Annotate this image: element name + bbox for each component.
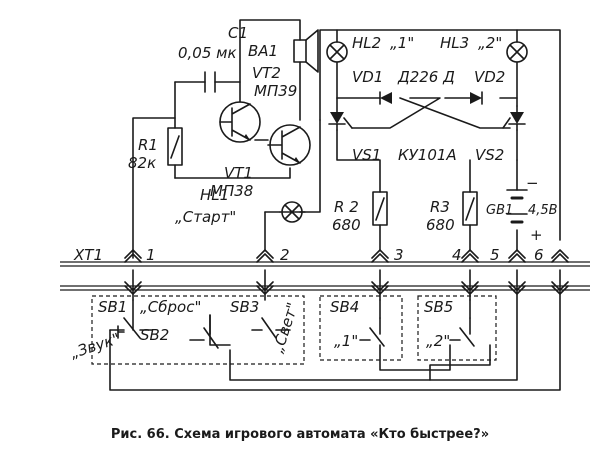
vt2-ref: VT2 xyxy=(252,64,281,82)
speaker-ba1: BA1 xyxy=(248,29,319,73)
r1-ref: R1 xyxy=(138,136,158,154)
figure-caption: Рис. 66. Схема игрового автомата «Кто бы… xyxy=(111,427,489,442)
xt1-pin-5: 5 xyxy=(490,246,526,295)
sb5-ref: SB5 xyxy=(424,298,453,316)
r3-value: 680 xyxy=(426,216,455,234)
diode-vd2: VD2 xyxy=(470,68,505,105)
gb1-value: 4,5В xyxy=(528,203,558,218)
c1-value: 0,05 мк xyxy=(178,44,237,62)
pin-2-label: 2 xyxy=(280,246,290,264)
sb4-ref: SB4 xyxy=(330,298,359,316)
thyristor-vs1: VS1 xyxy=(328,97,381,164)
xt1-ref: XT1 xyxy=(73,246,103,264)
sb3-ref: SB3 xyxy=(230,298,259,316)
hl3-value: „2" xyxy=(478,34,502,52)
connector-xt1: XT1 1 2 3 4 5 6 xyxy=(73,246,569,295)
gb1-ref: GB1 xyxy=(486,203,513,218)
sb1-label: „Сброс" xyxy=(140,298,201,316)
transistor-vt1: VT1 МП38 xyxy=(210,124,311,200)
sb2-label: „Звук" xyxy=(68,329,122,362)
hl1-ref: HL1 xyxy=(200,186,229,204)
switch-sb2: SB2 „Звук" xyxy=(68,314,219,362)
xt1-pin-4: 4 xyxy=(452,246,479,295)
pin-1-label: 1 xyxy=(146,246,156,264)
vd2-ref: VD2 xyxy=(474,68,505,86)
r2-ref: R 2 xyxy=(334,198,359,216)
sb2-ref: SB2 xyxy=(140,326,169,344)
c1-ref: C1 xyxy=(228,24,248,42)
ba1-ref: BA1 xyxy=(248,42,278,60)
xt1-pin-1: 1 xyxy=(124,246,156,295)
xt1-pin-3: 3 xyxy=(371,246,404,295)
resistor-r3: R3 680 xyxy=(426,191,478,234)
r3-ref: R3 xyxy=(430,198,450,216)
switch-sb3: SB3 „Свет" xyxy=(230,298,302,355)
battery-gb1: GB1 4,5В − + xyxy=(486,174,558,244)
switch-sb4: SB4 „1" xyxy=(319,295,403,361)
pin-4-label: 4 xyxy=(452,246,462,264)
thyristor-vs2: VS2 xyxy=(475,105,526,164)
pin-5-label: 5 xyxy=(490,246,500,264)
r1-value: 82к xyxy=(128,154,156,172)
resistor-r2: R 2 680 xyxy=(332,191,388,234)
gb1-plus: + xyxy=(530,226,543,244)
pin-3-label: 3 xyxy=(394,246,404,264)
diode-vd1: VD1 xyxy=(352,68,392,105)
hl2-ref: HL2 xyxy=(352,34,381,52)
switch-sb5: SB5 „2" xyxy=(417,295,497,361)
lamp-hl2: HL2 „1" xyxy=(326,34,414,63)
vd1-ref: VD1 xyxy=(352,68,383,86)
hl2-value: „1" xyxy=(390,34,414,52)
xt1-pin-2: 2 xyxy=(256,246,290,295)
transistor-vt2: VT2 МП39 xyxy=(219,64,297,143)
sb4-label: „1" xyxy=(334,332,358,350)
vt1-ref: VT1 xyxy=(224,164,253,182)
xt1-pin-6: 6 xyxy=(534,246,569,295)
sb5-label: „2" xyxy=(426,332,450,350)
hl1-value: „Старт" xyxy=(175,208,236,226)
thyristor-type-label: КУ101А xyxy=(398,146,457,164)
switch-panel-main xyxy=(91,295,305,365)
pin-6-label: 6 xyxy=(534,246,544,264)
vt1-value: МП38 xyxy=(210,182,253,200)
r2-value: 680 xyxy=(332,216,361,234)
vt2-value: МП39 xyxy=(254,82,297,100)
gb1-minus: − xyxy=(526,174,539,192)
lamp-hl3: HL3 „2" xyxy=(440,34,528,63)
resistor-r1: R1 82к xyxy=(128,127,183,172)
vs1-ref: VS1 xyxy=(352,146,381,164)
hl3-ref: HL3 xyxy=(440,34,469,52)
vs2-ref: VS2 xyxy=(475,146,504,164)
lamp-hl1: HL1 „Старт" xyxy=(175,186,303,226)
diodes-type-label: Д226 Д xyxy=(397,68,455,86)
sb3-label: „Свет" xyxy=(269,300,302,355)
capacitor-c1: C1 0,05 мк xyxy=(178,24,248,93)
sb1-ref: SB1 xyxy=(98,298,127,316)
switch-sb1: SB1 „Сброс" xyxy=(98,298,201,339)
